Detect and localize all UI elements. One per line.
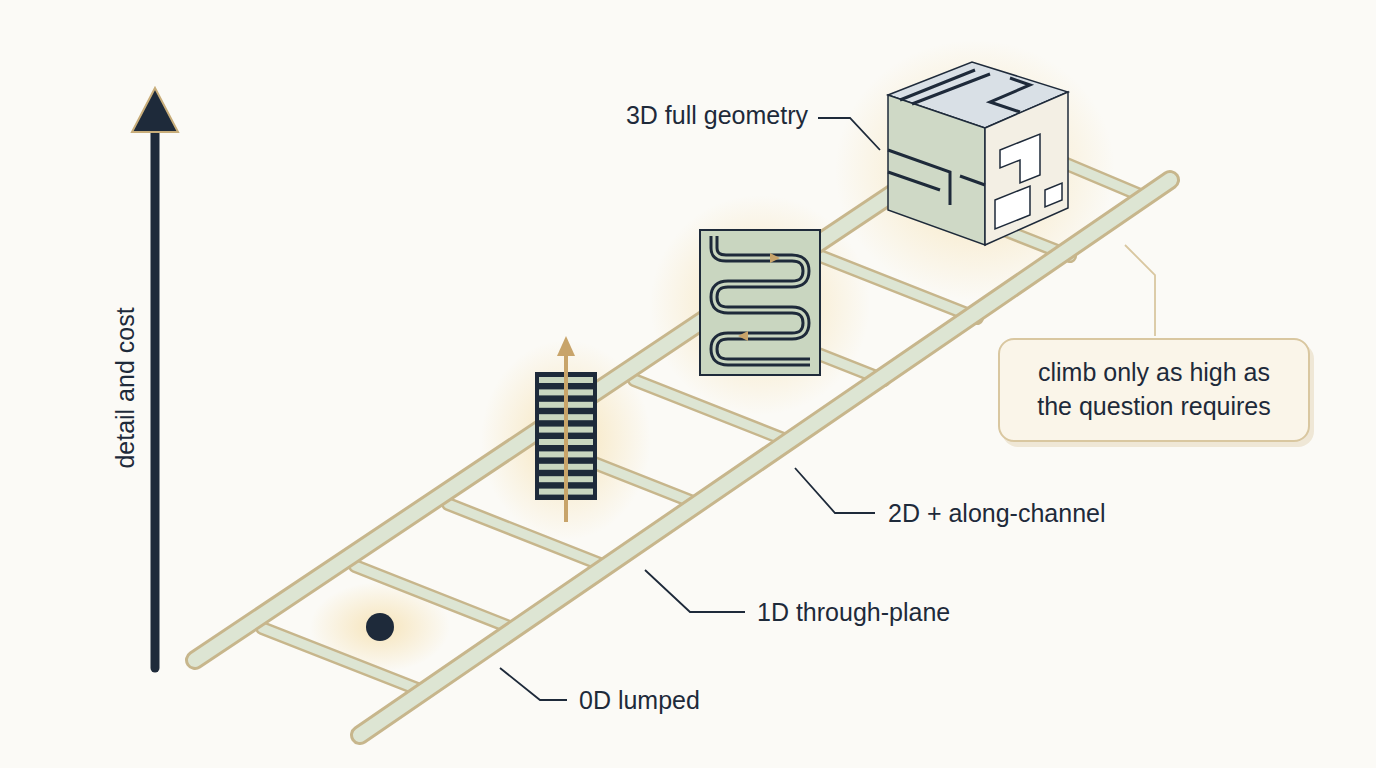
level-label: 0D lumped <box>579 685 700 715</box>
level-label: 3D full geometry <box>626 100 808 130</box>
lumped-dot <box>366 613 394 641</box>
axis-label: detail and cost <box>110 307 140 468</box>
through-plane-stack <box>535 336 597 522</box>
serpentine-panel <box>700 230 820 375</box>
level-label: 2D + along-channel <box>888 498 1106 528</box>
callout-box: climb only as high as the question requi… <box>998 338 1310 442</box>
full-geometry-cube <box>888 62 1068 245</box>
level-label: 1D through-plane <box>757 597 950 627</box>
axis-arrowhead <box>132 88 178 132</box>
callout-text: climb only as high as the question requi… <box>1022 356 1286 424</box>
axis-arrow <box>151 120 160 668</box>
